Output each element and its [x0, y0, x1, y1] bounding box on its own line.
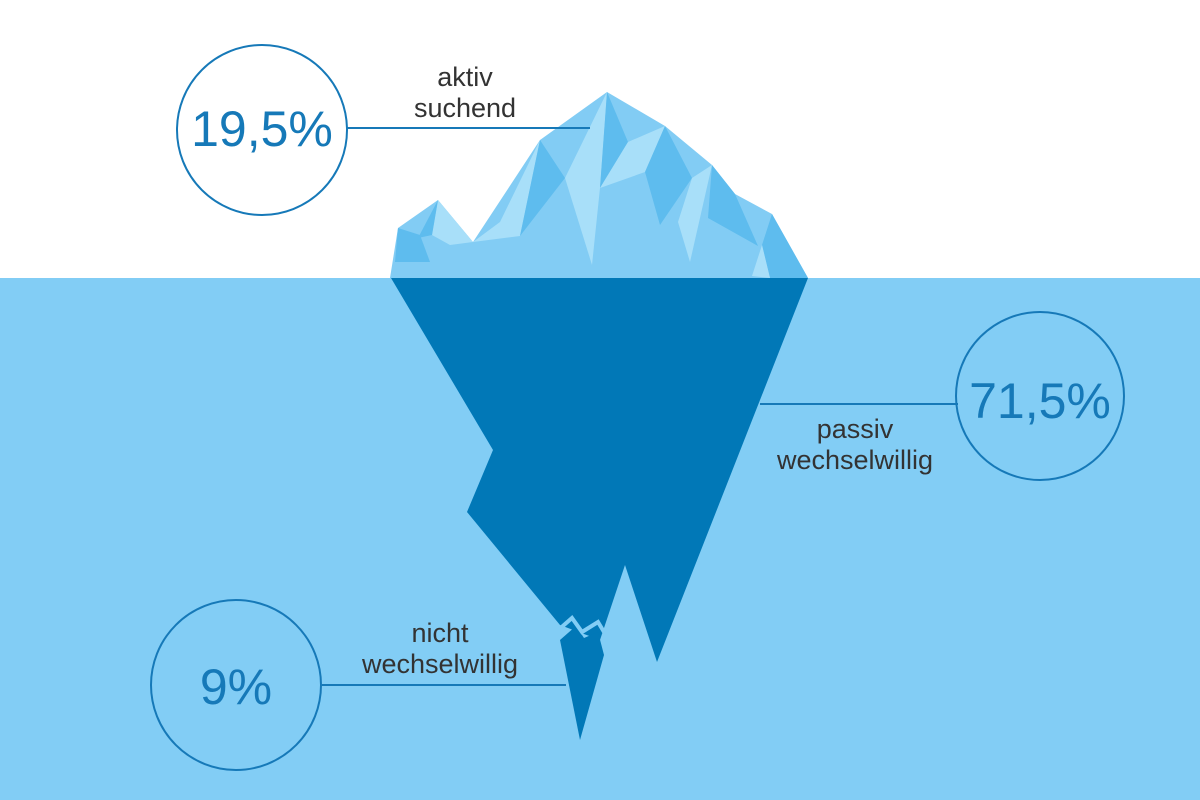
- iceberg-tip: [390, 92, 808, 278]
- ice-facet: [418, 200, 438, 238]
- ice-facet: [473, 140, 540, 242]
- ice-facet: [600, 126, 665, 188]
- ice-facet: [520, 140, 565, 236]
- ice-facet: [645, 126, 692, 225]
- value-passiv-wechselwillig: 71,5%: [969, 373, 1111, 429]
- label-line: wechselwillig: [776, 445, 934, 476]
- value-aktiv-suchend: 19,5%: [191, 101, 333, 157]
- iceberg-underwater: [391, 278, 808, 740]
- value-circle-passiv: [955, 311, 1125, 481]
- ice-facet: [432, 200, 473, 245]
- value-circle-nicht: [150, 599, 322, 771]
- label-passiv-wechselwillig: passiv wechselwillig: [755, 414, 955, 476]
- label-line: passiv: [816, 414, 894, 444]
- ice-facet: [395, 228, 430, 262]
- label-line: suchend: [413, 93, 517, 124]
- ice-facet: [762, 214, 808, 278]
- label-nicht-wechselwillig: nicht wechselwillig: [340, 618, 540, 680]
- ice-facet: [565, 92, 607, 265]
- value-nicht-wechselwillig: 9%: [199, 659, 273, 715]
- label-line: wechselwillig: [361, 649, 519, 680]
- label-aktiv-suchend: aktiv suchend: [390, 62, 540, 124]
- ice-facet: [678, 165, 712, 262]
- ice-crack: [554, 615, 606, 635]
- value-circle-aktiv: [176, 44, 348, 216]
- ice-facet: [752, 214, 772, 278]
- ice-facet: [708, 165, 758, 246]
- label-line: aktiv: [437, 62, 493, 92]
- iceberg-bottom-shard: [560, 626, 604, 740]
- iceberg-underwater-body: [391, 278, 808, 662]
- ice-facet: [600, 92, 628, 188]
- label-line: nicht: [411, 618, 469, 648]
